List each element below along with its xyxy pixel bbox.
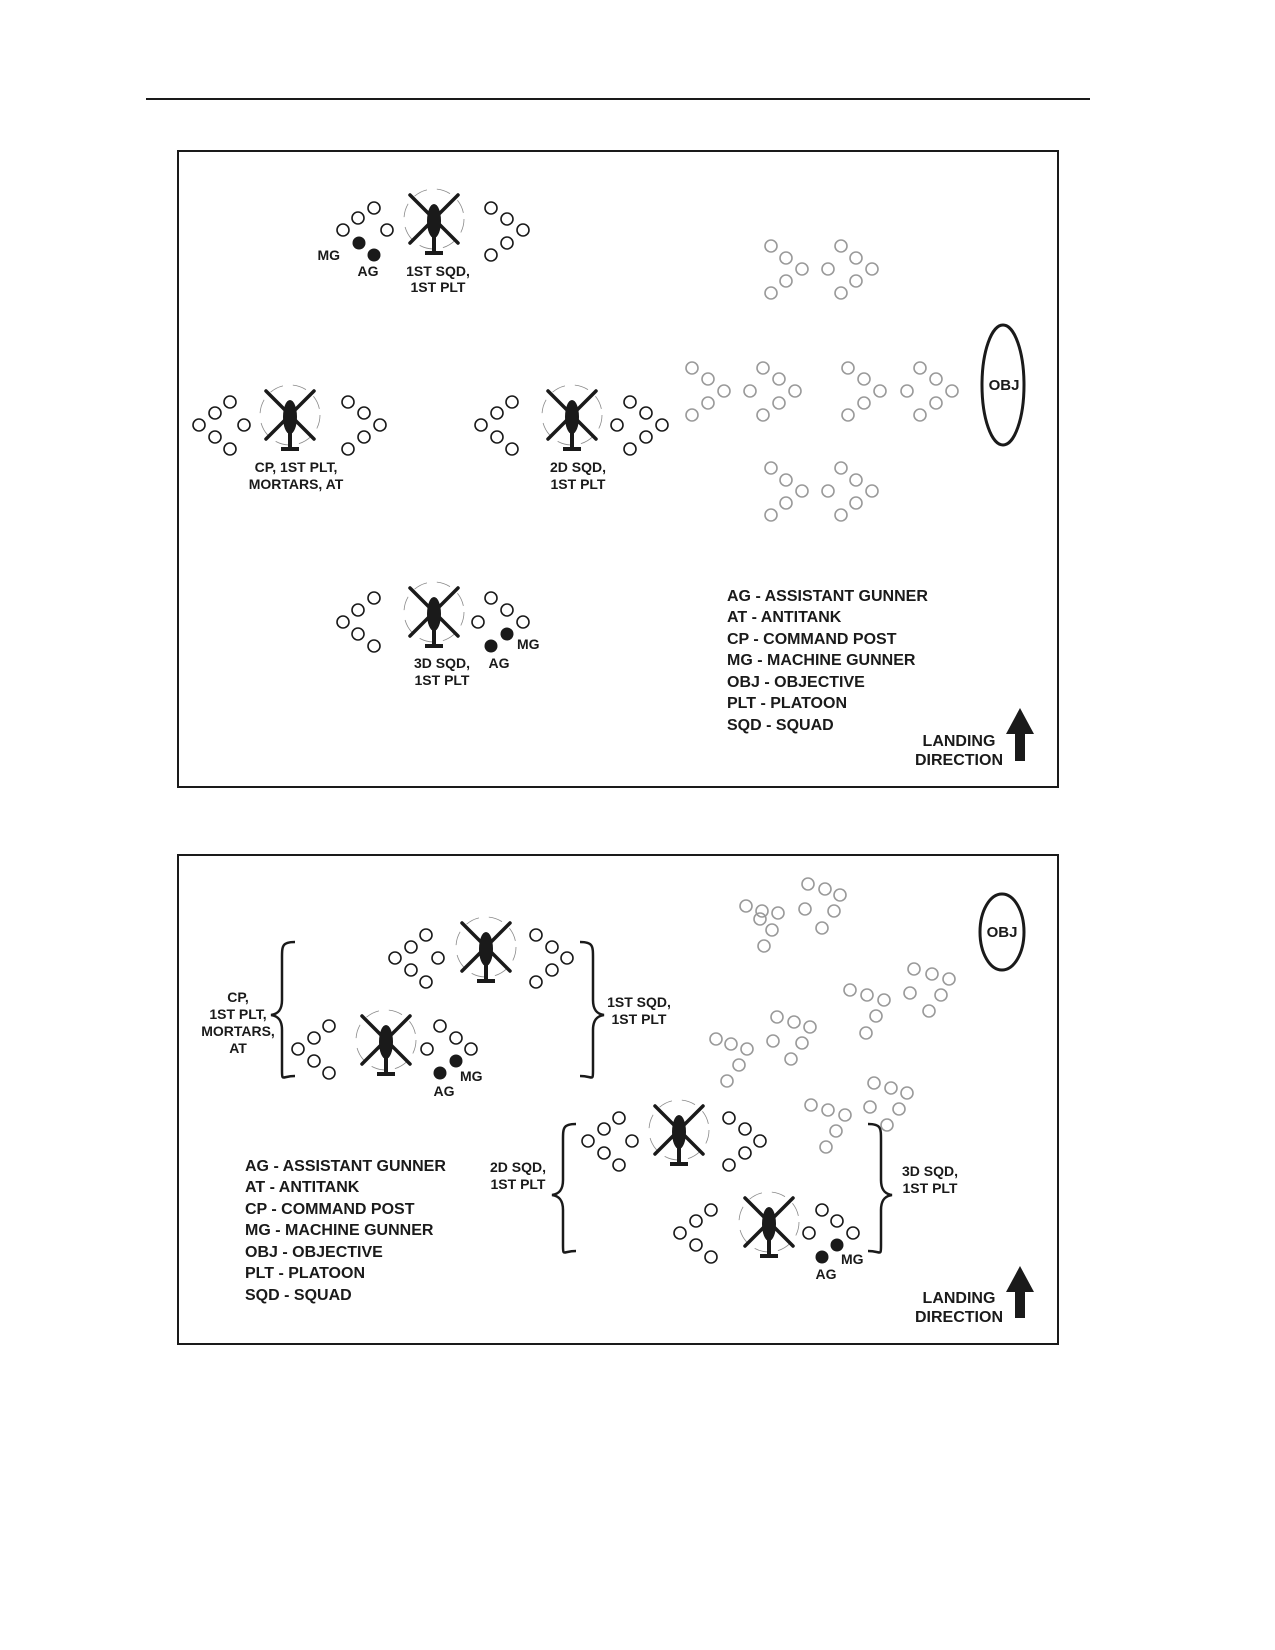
helicopter-icon (258, 383, 322, 453)
helicopter-icon (402, 580, 466, 650)
d1-legend-ag: AG - ASSISTANT GUNNER (727, 588, 928, 605)
diagram-1: MG AG 1ST SQD, 1ST PLT CP, 1ST PLT, MORT… (177, 150, 1059, 788)
d2-sqd1-label-2: 1ST PLT (612, 1011, 667, 1027)
d1-ag-marker (367, 248, 381, 262)
d2-sqd3-label-2: 1ST PLT (903, 1180, 958, 1196)
diagram-2-frame (177, 854, 1059, 1345)
d1-mg-label: MG (317, 247, 340, 263)
d2-cp-label-4: AT (229, 1040, 247, 1056)
d2-legend-plt: PLT - PLATOON (245, 1265, 365, 1282)
d2-ag-marker (433, 1066, 447, 1080)
d1-sqd2-soldiers-left (474, 395, 519, 456)
d2-legend-sqd: SQD - SQUAD (245, 1287, 352, 1304)
d2-objective-ellipse (978, 892, 1026, 972)
d1-cp-label-2: MORTARS, AT (249, 476, 344, 492)
diagram-1-frame (177, 150, 1059, 788)
d2-mg-label-2: MG (841, 1251, 864, 1267)
d1-sqd2-label-2: 1ST PLT (551, 476, 606, 492)
d1-sqd3-soldiers-right (471, 591, 530, 629)
d1-ag-label: AG (358, 263, 379, 279)
d2-ag-label-2: AG (816, 1266, 837, 1282)
d2-legend-obj: OBJ - OBJECTIVE (245, 1244, 383, 1261)
d2-sqd3-soldiers-right (802, 1203, 860, 1240)
d1-sqd3-label-2: 1ST PLT (415, 672, 470, 688)
d2-cp-label-1: CP, (227, 989, 249, 1005)
d2-sqd1-soldiers-right (529, 928, 574, 989)
d1-sqd2-label-1: 2D SQD, (550, 459, 606, 475)
d1-legend-mg: MG - MACHINE GUNNER (727, 652, 916, 669)
d2-cp-label-3: MORTARS, (201, 1023, 275, 1039)
d1-ag-label-2: AG (489, 655, 510, 671)
d2-sqd2-soldiers-right (722, 1111, 767, 1172)
d2-sqd3-brace (867, 1122, 893, 1254)
d2-mg-marker-2 (830, 1238, 844, 1252)
d1-sqd1-soldiers-right (484, 201, 530, 262)
d2-cp-label-2: 1ST PLT, (209, 1006, 266, 1022)
d1-sqd2-soldiers-right (610, 395, 669, 456)
d2-sqd1-label-1: 1ST SQD, (607, 994, 671, 1010)
d2-legend-ag: AG - ASSISTANT GUNNER (245, 1158, 446, 1175)
d2-objective-label: OBJ (987, 924, 1018, 941)
helicopter-icon (402, 187, 466, 257)
d1-cp-soldiers-left (192, 395, 251, 456)
helicopter-icon (540, 383, 604, 453)
page-top-rule (146, 98, 1090, 100)
d2-landing-label-2: DIRECTION (915, 1309, 1003, 1326)
helicopter-icon (737, 1190, 801, 1260)
d1-legend-at: AT - ANTITANK (727, 609, 842, 626)
d1-mg-marker (352, 236, 366, 250)
d1-ag-marker-2 (484, 639, 498, 653)
d2-mg-marker (449, 1054, 463, 1068)
d2-cp-soldiers-right (420, 1019, 478, 1056)
d2-sqd2-soldiers-left (581, 1111, 639, 1172)
d2-cp-soldiers-left (291, 1019, 336, 1080)
d2-ag-marker-2 (815, 1250, 829, 1264)
d2-sqd2-brace (551, 1122, 577, 1254)
d2-sqd2-label-2: 1ST PLT (491, 1176, 546, 1192)
d2-sqd3-label-1: 3D SQD, (902, 1163, 958, 1179)
d2-legend: AG - ASSISTANT GUNNER AT - ANTITANK CP -… (245, 1158, 446, 1304)
d2-cp-brace (270, 940, 296, 1079)
d2-mg-label: MG (460, 1068, 483, 1084)
helicopter-icon (354, 1008, 418, 1078)
d2-sqd1-brace (579, 940, 605, 1079)
d1-sqd3-soldiers-left (336, 591, 381, 653)
d1-legend-sqd: SQD - SQUAD (727, 717, 834, 734)
d2-legend-cp: CP - COMMAND POST (245, 1201, 415, 1218)
d2-legend-mg: MG - MACHINE GUNNER (245, 1222, 434, 1239)
d2-legend-at: AT - ANTITANK (245, 1179, 360, 1196)
d1-sqd1-label-2: 1ST PLT (411, 279, 466, 295)
d1-landing-label-2: DIRECTION (915, 752, 1003, 769)
d1-faded-formations (685, 239, 959, 522)
d1-objective-label: OBJ (989, 377, 1020, 394)
helicopter-icon (454, 915, 518, 985)
d2-sqd3-soldiers-left (673, 1203, 718, 1264)
d1-legend: AG - ASSISTANT GUNNER AT - ANTITANK CP -… (727, 588, 928, 734)
d1-sqd1-label-1: 1ST SQD, (406, 263, 470, 279)
d1-cp-label-1: CP, 1ST PLT, (255, 459, 338, 475)
d2-sqd2-label-1: 2D SQD, (490, 1159, 546, 1175)
d1-mg-label-2: MG (517, 636, 540, 652)
up-arrow-icon (1006, 1266, 1034, 1318)
helicopter-icon (647, 1098, 711, 1168)
up-arrow-icon (1006, 708, 1034, 761)
d1-legend-plt: PLT - PLATOON (727, 695, 847, 712)
d2-faded-formations (709, 877, 956, 1154)
d2-ag-label: AG (434, 1083, 455, 1099)
d2-landing-label-1: LANDING (923, 1290, 996, 1307)
d1-objective-ellipse (980, 323, 1026, 447)
d1-legend-obj: OBJ - OBJECTIVE (727, 674, 865, 691)
d1-sqd1-soldiers-left (336, 201, 394, 237)
d1-legend-cp: CP - COMMAND POST (727, 631, 897, 648)
d1-sqd3-label-1: 3D SQD, (414, 655, 470, 671)
d1-cp-soldiers-right (341, 395, 387, 456)
d1-landing-label-1: LANDING (923, 733, 996, 750)
d2-sqd1-soldiers-left (388, 928, 445, 989)
d1-mg-marker-2 (500, 627, 514, 641)
diagram-2: CP, 1ST PLT, MORTARS, AT MG AG 1ST SQD, … (177, 854, 1059, 1345)
